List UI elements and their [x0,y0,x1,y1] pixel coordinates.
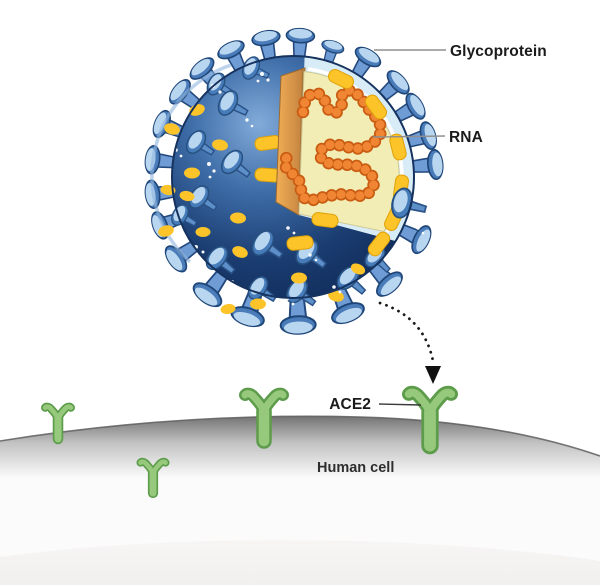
cell-membrane [0,415,600,585]
glycoprotein-label: Glycoprotein [450,43,547,60]
arrowhead-icon [425,366,441,384]
ace2-leader-line [378,403,422,406]
virus-particle [143,27,445,336]
rna-label: RNA [449,129,483,146]
human-cell-label: Human cell [317,460,394,476]
membrane-edge [0,415,600,457]
virus-outline [171,55,415,299]
annotations: Glycoprotein RNA ACE2 Human cell [317,43,547,476]
rna-leader-line [372,135,446,138]
binding-arrow [378,301,441,384]
rna-strand [278,84,388,207]
virus-cutaway [275,56,431,259]
ace2-label: ACE2 [329,396,371,413]
cell-lower-shading [0,540,600,585]
